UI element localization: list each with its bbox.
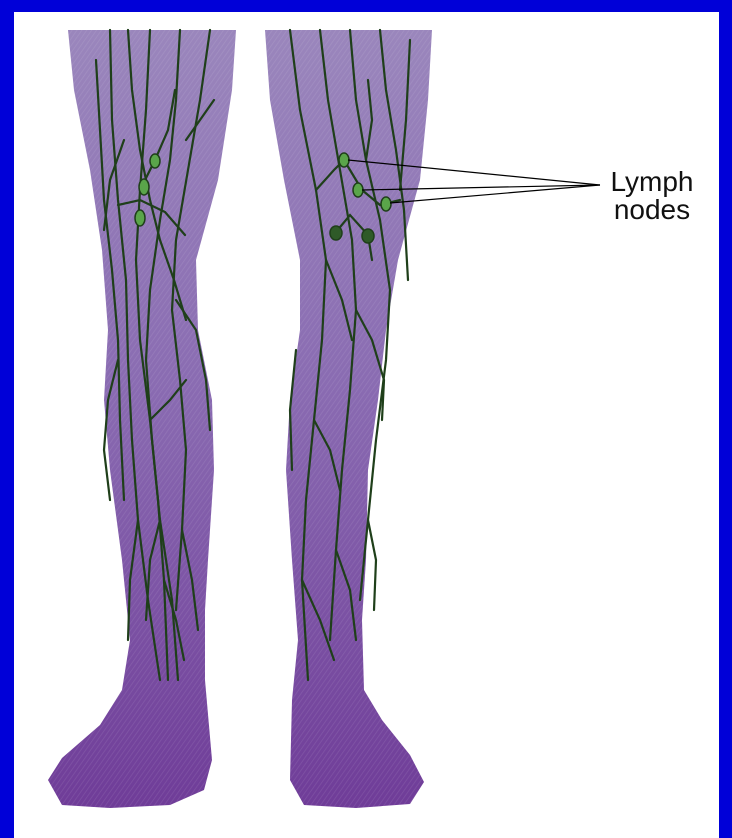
lymph-node [353,183,363,197]
lymph-node [381,197,391,211]
lymph-node [150,154,160,168]
lymph-node [135,210,145,226]
lymph-node [330,226,342,240]
label-line-1: Lymph [582,168,722,196]
lymph-node [362,229,374,243]
label-line-2: nodes [582,196,722,224]
lymph-node [139,179,149,195]
lymph-nodes-label: Lymph nodes [582,168,722,224]
lymph-node [339,153,349,167]
